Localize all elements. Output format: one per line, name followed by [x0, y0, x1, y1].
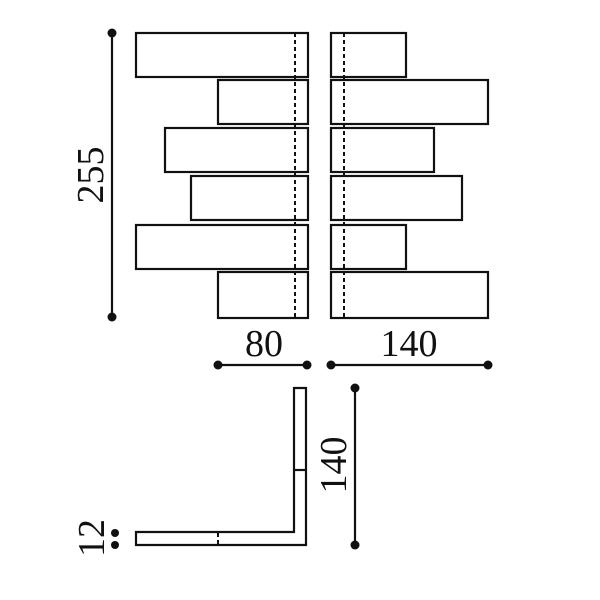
right-shelf-1	[329, 31, 408, 79]
bracket-length-label: 140	[313, 437, 355, 494]
l-bracket-outline	[134, 386, 308, 547]
bracket-thickness-bottom-dot	[111, 541, 119, 549]
right-shelf-5	[329, 223, 408, 271]
right-shelf-2	[329, 78, 490, 126]
right-depth-label: 140	[381, 323, 438, 365]
left-depth-right-dot	[302, 360, 312, 370]
bracket-length-bottom-dot	[350, 540, 360, 550]
right-shelf-4	[329, 174, 464, 222]
l-bracket-side-view	[134, 386, 308, 547]
right-depth-right-dot	[483, 360, 493, 370]
left-shelf-2	[216, 78, 310, 126]
height-dimension-label: 255	[70, 147, 112, 204]
bracket-length-top-dot	[350, 383, 360, 393]
left-shelf-4	[189, 174, 310, 222]
bracket-thickness-dimension: 12	[71, 519, 119, 557]
right-shelf-column	[329, 31, 490, 320]
left-shelf-3	[163, 126, 310, 174]
left-shelf-column	[134, 31, 310, 320]
bracket-thickness-label: 12	[71, 519, 113, 557]
bracket-thickness-top-dot	[111, 529, 119, 537]
right-shelf-6	[329, 270, 490, 320]
left-depth-dimension: 80	[213, 323, 312, 370]
right-shelf-3	[329, 126, 436, 174]
height-dimension-top-dot	[107, 28, 117, 38]
height-dimension: 255	[70, 28, 117, 322]
left-depth-left-dot	[213, 360, 223, 370]
right-depth-left-dot	[326, 360, 336, 370]
left-depth-label: 80	[245, 323, 283, 365]
height-dimension-bottom-dot	[107, 312, 117, 322]
bracket-length-dimension: 140	[313, 383, 360, 550]
left-shelf-6	[216, 270, 310, 320]
right-depth-dimension: 140	[326, 323, 493, 370]
left-shelf-5	[134, 223, 310, 271]
left-shelf-1	[134, 31, 310, 79]
